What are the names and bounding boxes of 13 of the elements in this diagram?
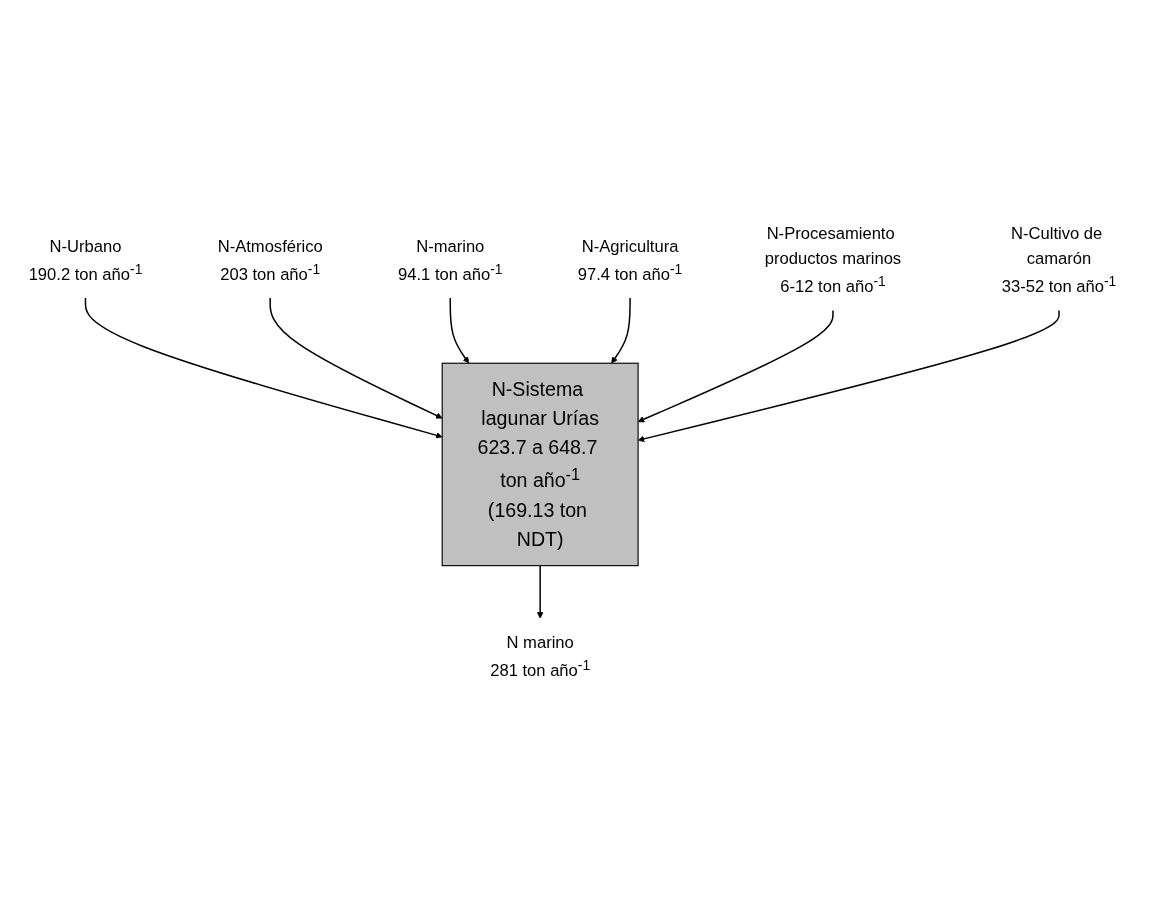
- node-text: N-marino 94.1 ton año$^{-1}$: [398, 237, 503, 285]
- arrow: [449, 297, 470, 364]
- node-text: N-Atmosférico 203 ton año$^{-1}$: [217, 237, 323, 285]
- node-text: N-Agricultura 97.4 ton año$^{-1}$: [577, 237, 683, 285]
- node-text: N-Procesamiento productos marinos 6-12 ton año$^{-1}$: [764, 224, 902, 297]
- arrow: [536, 565, 544, 620]
- arrow: [611, 297, 631, 364]
- node-text: N-Cultivo de camarón 33-52 ton año$^{-1}$: [1001, 224, 1117, 297]
- arrow: [84, 297, 443, 439]
- node-box: N-Sistema lagunar Urías 623.7 a 648.7 ton año$^{-1}$ (169.13 ton NDT): [441, 363, 639, 567]
- node-text: N marino 281 ton año$^{-1}$: [490, 633, 591, 681]
- node-text: N-Urbano 190.2 ton año$^{-1}$: [28, 237, 143, 285]
- arrow: [269, 297, 443, 420]
